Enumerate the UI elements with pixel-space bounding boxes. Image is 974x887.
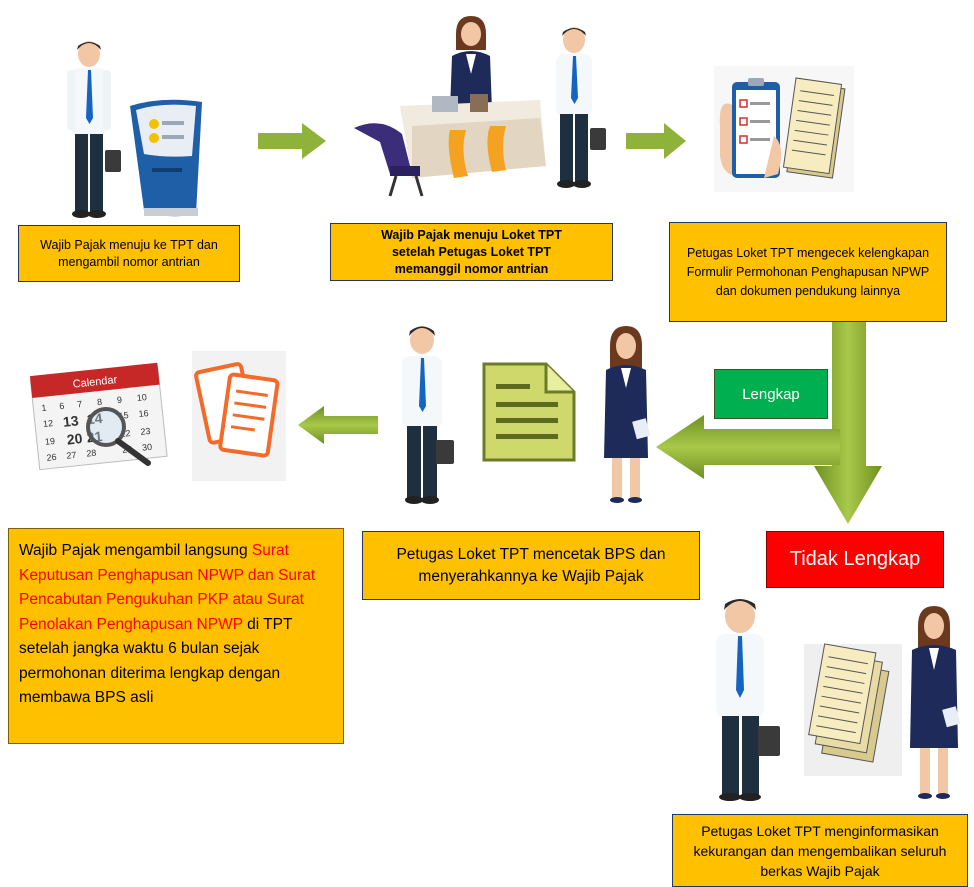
officer-figure-female-3	[910, 606, 961, 799]
svg-text:19: 19	[44, 436, 55, 447]
step-2-box: Wajib Pajak menuju Loket TPT setelah Pet…	[330, 223, 613, 281]
queue-kiosk	[130, 99, 202, 217]
svg-text:10: 10	[136, 392, 147, 403]
complete-label: Lengkap	[714, 369, 828, 419]
final-text-documents: Surat Keputusan Penghapusan NPWP dan Sur…	[19, 542, 316, 633]
step-5-text: Petugas Loket TPT menginformasikan kekur…	[693, 822, 947, 879]
svg-text:30: 30	[142, 442, 153, 453]
svg-text:8: 8	[97, 397, 103, 407]
calendar-title: Calendar	[72, 374, 118, 391]
orange-documents-icon	[192, 351, 286, 481]
svg-text:22: 22	[120, 428, 131, 439]
step-4-text: Petugas Loket TPT mencetak BPS dan menye…	[396, 545, 666, 585]
svg-text:7: 7	[77, 399, 83, 409]
arrow-right-1	[258, 123, 326, 159]
step-1-text: Wajib Pajak menuju ke TPT dan mengambil …	[40, 237, 218, 269]
taxpayer-figure-1	[67, 41, 121, 218]
officer-figure-male-3	[716, 599, 780, 801]
step-1-box: Wajib Pajak menuju ke TPT dan mengambil …	[18, 225, 240, 282]
svg-text:12: 12	[43, 418, 54, 429]
svg-text:16: 16	[138, 408, 149, 419]
final-step-box: Wajib Pajak mengambil langsung Surat Kep…	[8, 528, 344, 744]
svg-text:27: 27	[66, 450, 77, 461]
checklist-documents	[714, 66, 854, 192]
arrow-left-small	[298, 406, 378, 444]
step-4-box: Petugas Loket TPT mencetak BPS dan menye…	[362, 531, 700, 600]
step-3-text: Petugas Loket TPT mengecek kelengkapan F…	[686, 245, 930, 298]
service-desk	[354, 94, 546, 197]
svg-text:13: 13	[62, 412, 79, 430]
svg-text:28: 28	[86, 448, 97, 459]
step-3-box: Petugas Loket TPT mengecek kelengkapan F…	[669, 222, 947, 322]
taxpayer-figure-2	[556, 27, 606, 188]
taxpayer-figure-3	[402, 326, 454, 504]
final-text-1: Wajib Pajak mengambil langsung	[19, 542, 252, 559]
officer-figure-female-2	[604, 326, 651, 503]
arrow-left-complete	[656, 415, 840, 479]
svg-text:1: 1	[41, 403, 47, 413]
svg-text:15: 15	[118, 410, 129, 421]
step-5-box: Petugas Loket TPT menginformasikan kekur…	[672, 814, 968, 887]
svg-text:20: 20	[66, 430, 83, 448]
arrow-down-incomplete	[814, 322, 882, 524]
returned-documents-icon	[804, 643, 902, 776]
step-2-text: Wajib Pajak menuju Loket TPT setelah Pet…	[381, 227, 562, 276]
svg-text:26: 26	[46, 452, 57, 463]
svg-text:23: 23	[140, 426, 151, 437]
final-text-3: di TPT setelah jangka waktu 6 bulan seja…	[19, 615, 293, 707]
svg-text:6: 6	[59, 401, 65, 411]
svg-text:9: 9	[116, 395, 122, 405]
receipt-document-icon	[482, 362, 576, 462]
arrow-right-2	[626, 123, 686, 159]
incomplete-label: Tidak Lengkap	[766, 531, 944, 588]
